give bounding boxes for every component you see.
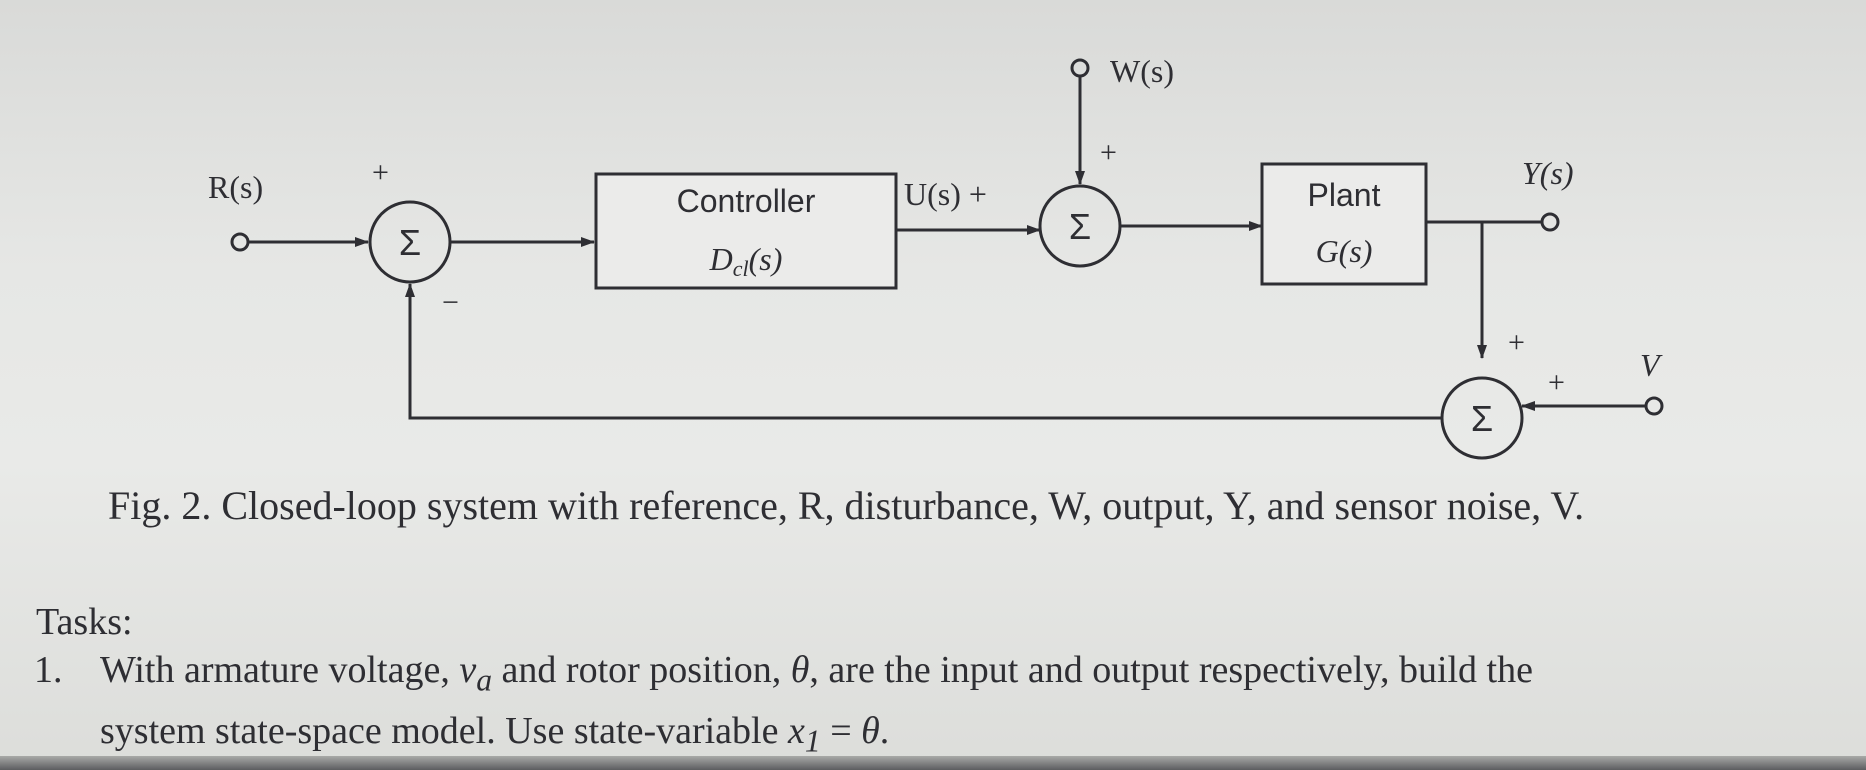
controller-title: Controller (677, 183, 816, 219)
noise-terminal (1644, 396, 1664, 416)
plus-sign-output: + (1508, 326, 1525, 359)
task-line-1: 1. With armature voltage, va and rotor po… (34, 645, 1834, 706)
reference-label: R(s) (208, 169, 263, 205)
theta-symbol-2: θ (861, 709, 880, 752)
task-line-2: system state-space model. Use state-vari… (34, 706, 1834, 767)
output-terminal (1540, 212, 1560, 232)
plant-title: Plant (1308, 177, 1381, 213)
disturbance-terminal (1070, 58, 1090, 78)
noise-label: V (1640, 347, 1663, 383)
feedback-line (405, 283, 1442, 420)
task-text-1a: With armature voltage, (100, 649, 460, 691)
plus-sign-disturbance: + (1100, 136, 1117, 169)
sum-symbol-sensor: Σ (1471, 398, 1493, 439)
controller-transfer: Dcl(s) (709, 241, 783, 281)
sum-symbol-error: Σ (399, 222, 421, 263)
plant-block (1260, 162, 1428, 286)
theta-symbol: θ (790, 649, 810, 691)
task-text-2b: = (820, 709, 862, 752)
task-text-1c: , are the input and output respectively,… (809, 649, 1533, 691)
state-variable-symbol: x1 (787, 709, 821, 759)
screen-bezel (0, 756, 1866, 770)
sum-symbol-disturbance: Σ (1069, 206, 1091, 247)
output-label: Y(s) (1522, 155, 1574, 191)
tasks-heading: Tasks: (36, 601, 133, 643)
armature-voltage-symbol: va (459, 649, 493, 698)
task-item: 1. With armature voltage, va and rotor po… (34, 645, 1834, 766)
task-text-2c: . (879, 709, 890, 752)
controller-block (594, 172, 898, 290)
plant-transfer: G(s) (1316, 233, 1373, 269)
minus-sign-feedback: − (442, 286, 459, 319)
task-text-1b: and rotor position, (492, 649, 791, 691)
disturbance-label: W(s) (1110, 53, 1174, 89)
plus-sign-noise: + (1548, 366, 1565, 399)
task-number: 1. (34, 649, 63, 691)
reference-terminal (230, 232, 250, 252)
plus-sign-reference: + (372, 156, 389, 189)
figure-caption: Fig. 2. Closed-loop system with referenc… (108, 483, 1585, 528)
block-diagram: R(s) Σ + − Controller Dcl(s) U(s) + Σ W(… (208, 53, 1664, 460)
control-signal-label: U(s) + (904, 176, 987, 212)
task-text-2a: system state-space model. Use state-vari… (100, 709, 788, 752)
